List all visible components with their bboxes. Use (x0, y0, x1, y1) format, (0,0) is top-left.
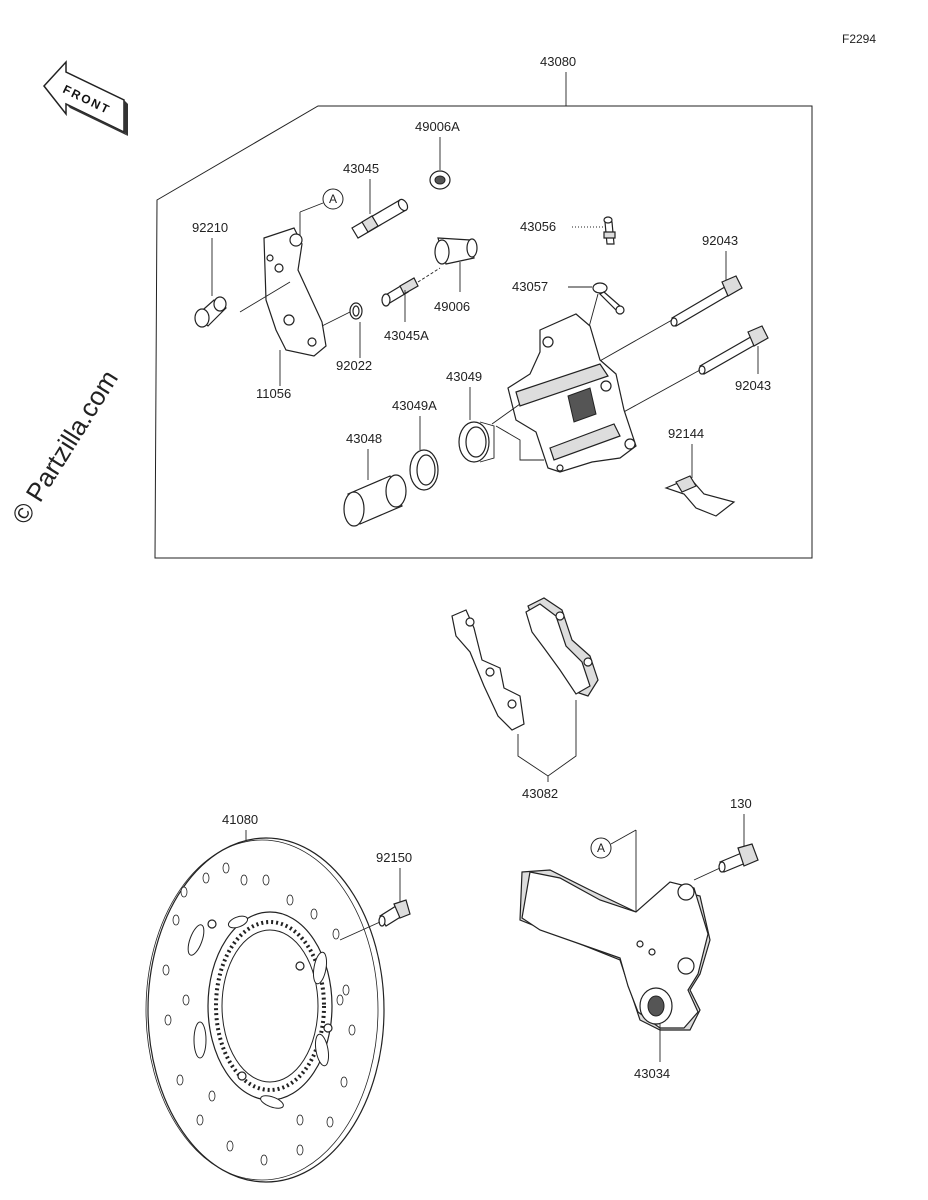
ref-marker-a-bottom: A (590, 837, 612, 859)
pin-43045 (351, 198, 409, 239)
label-92144: 92144 (668, 426, 704, 441)
label-43034: 43034 (634, 1066, 670, 1081)
pad-spring-92144 (664, 475, 736, 517)
front-arrow-icon: FRONT (43, 60, 128, 136)
caliper-holder-11056 (263, 227, 327, 357)
watermark: © Partzilla.com (6, 365, 124, 529)
bolt-92043-bottom (698, 325, 769, 375)
label-11056: 11056 (256, 386, 291, 401)
label-43048: 43048 (346, 431, 382, 446)
bolt-92043-top (670, 275, 743, 327)
label-92022: 92022 (336, 358, 372, 373)
label-43057: 43057 (512, 279, 548, 294)
piston-43048 (343, 474, 407, 527)
ref-marker-a-top: A (322, 188, 344, 210)
label-130: 130 (730, 796, 752, 811)
label-43049A: 43049A (392, 398, 437, 413)
label-49006: 49006 (434, 299, 470, 314)
seal-43049 (458, 421, 495, 463)
seal-49006A (429, 170, 451, 190)
label-49006A: 49006A (415, 119, 460, 134)
brake-pad-left (451, 609, 525, 731)
washer-92022 (349, 302, 363, 320)
label-43056: 43056 (520, 219, 556, 234)
caliper-body (507, 313, 637, 473)
disc-vent-holes (162, 862, 356, 1166)
caliper-assembly-outline (154, 105, 813, 559)
bleeder-cap-43057 (592, 282, 625, 315)
label-92043-bottom: 92043 (735, 378, 771, 393)
caliper-bracket-43034 (519, 869, 711, 1031)
label-92043-top: 92043 (702, 233, 738, 248)
svg-text:A: A (597, 841, 605, 855)
boot-49006 (434, 237, 478, 265)
bleeder-valve-43056 (603, 216, 616, 245)
brake-disc-41080 (145, 837, 385, 1183)
label-43082: 43082 (522, 786, 558, 801)
label-41080: 41080 (222, 812, 258, 827)
bolt-130 (718, 843, 759, 873)
label-43045: 43045 (343, 161, 379, 176)
label-92210: 92210 (192, 220, 228, 235)
svg-text:A: A (329, 192, 337, 206)
label-43045A: 43045A (384, 328, 429, 343)
label-92150: 92150 (376, 850, 412, 865)
label-43080: 43080 (540, 54, 576, 69)
brake-pad-right (525, 597, 599, 697)
seal-43049A (409, 449, 439, 491)
label-43049: 43049 (446, 369, 482, 384)
figure-code: F2294 (842, 32, 876, 46)
bolt-92150 (378, 899, 411, 927)
pin-43045A (381, 277, 419, 307)
bushing-92210 (194, 296, 227, 328)
